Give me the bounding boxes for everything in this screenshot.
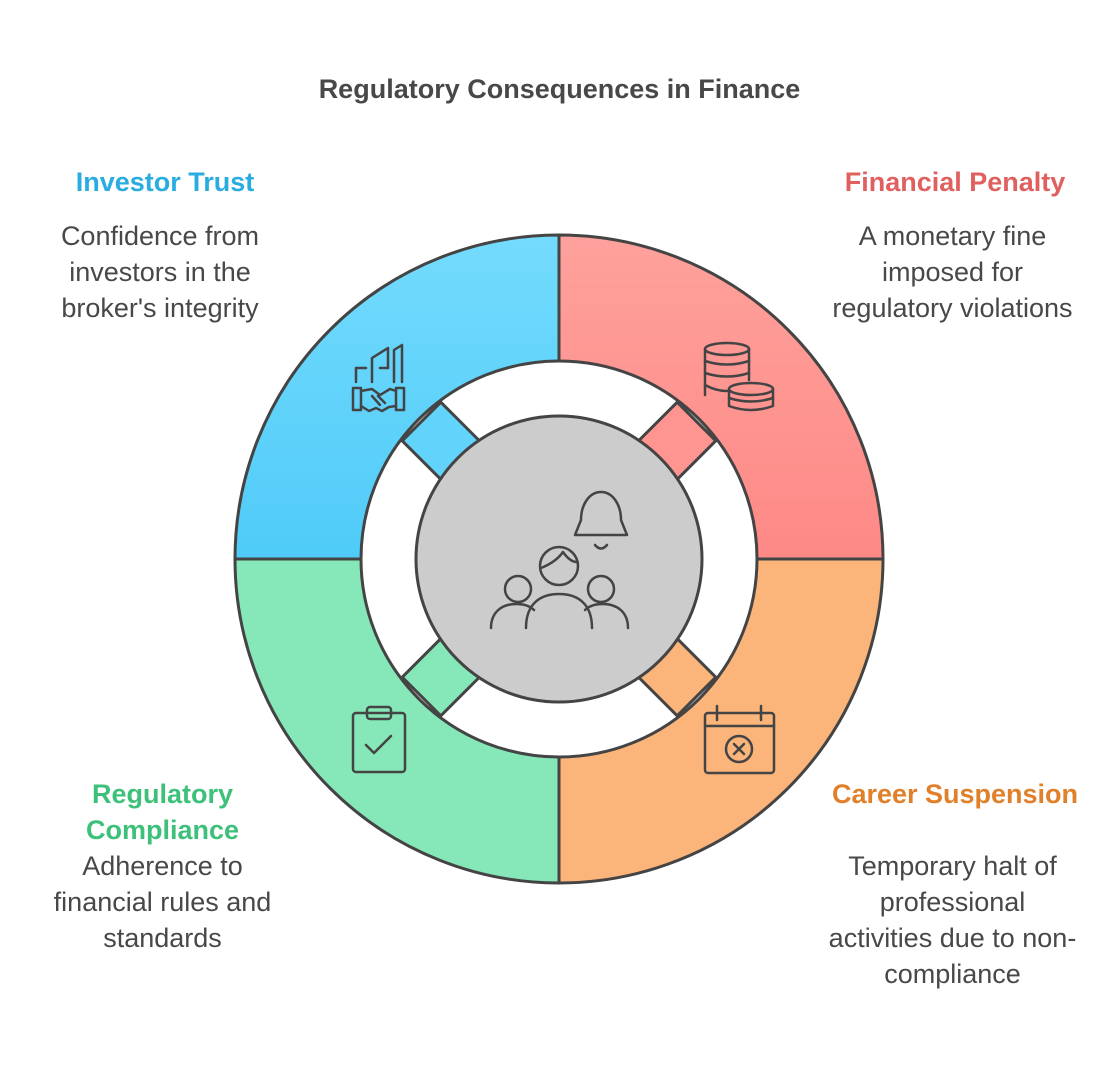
investor-trust-description: Confidence from investors in the broker'…: [60, 221, 260, 323]
regulatory-compliance-heading: Regulatory Compliance: [85, 779, 240, 845]
financial-penalty-description: A monetary fine imposed for regulatory v…: [832, 221, 1073, 323]
coins-stack-icon: [703, 341, 775, 412]
people-group-icon: [489, 545, 630, 630]
bell-icon: [573, 490, 629, 550]
calendar-cancel-icon: [703, 704, 776, 775]
clipboard-check-icon: [351, 705, 407, 774]
center-circle: [414, 414, 704, 704]
handshake-building-icon: [351, 343, 406, 413]
financial-penalty-heading: Financial Penalty: [844, 167, 1066, 197]
career-suspension-description: Temporary halt of professional activitie…: [828, 851, 1077, 989]
page-title: Regulatory Consequences in Finance: [318, 74, 801, 104]
investor-trust-heading: Investor Trust: [75, 167, 255, 197]
regulatory-compliance-description: Adherence to financial rules and standar…: [53, 851, 272, 953]
career-suspension-heading: Career Suspension: [831, 779, 1079, 809]
